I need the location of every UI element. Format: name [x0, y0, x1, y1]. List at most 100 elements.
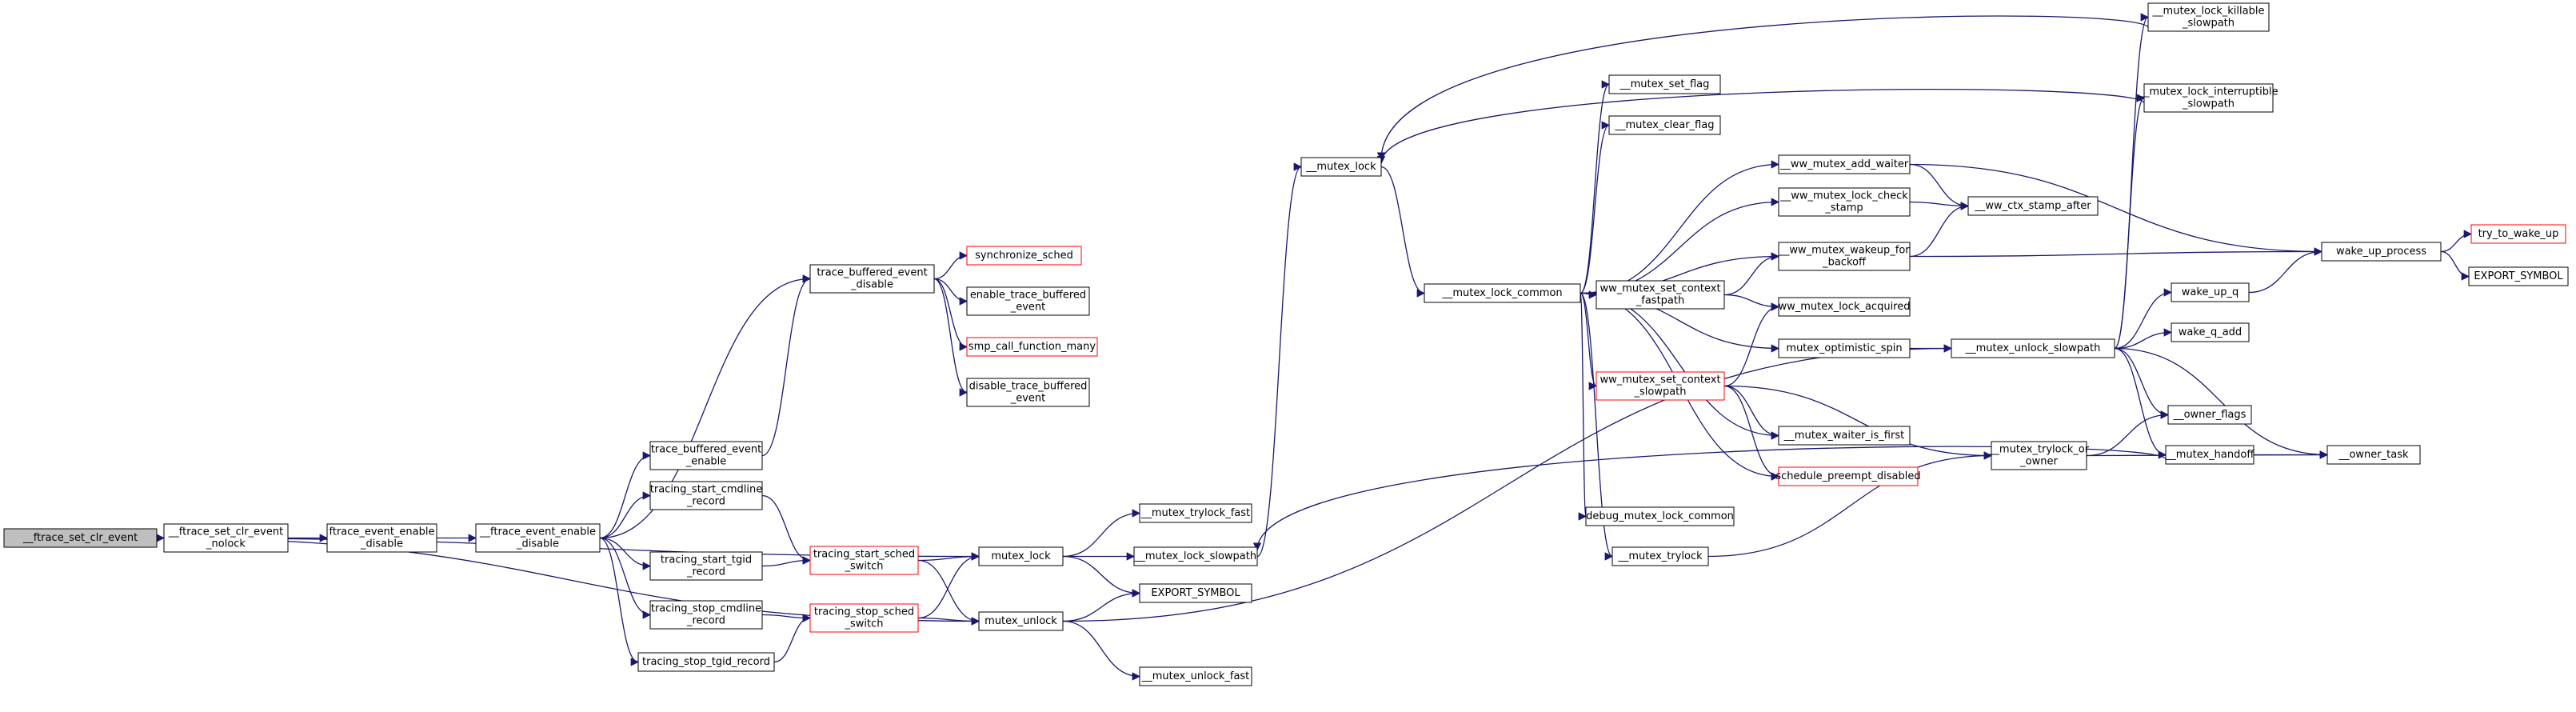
- node-n37[interactable]: __ww_ctx_stamp_after: [1967, 196, 2099, 216]
- node-box[interactable]: [1596, 280, 1725, 310]
- node-n28[interactable]: __ww_mutex_wakeup_for_backoff: [1778, 242, 1911, 271]
- node-n39[interactable]: __mutex_trylock_or_owner: [1988, 441, 2090, 470]
- node-n42[interactable]: wake_up_process: [2321, 242, 2442, 262]
- node-n30[interactable]: ww_mutex_lock_acquired: [1778, 297, 1911, 317]
- node-box[interactable]: [1951, 338, 2115, 358]
- node-box[interactable]: [1596, 371, 1725, 401]
- node-box[interactable]: [809, 546, 919, 575]
- node-box[interactable]: [966, 337, 1098, 357]
- node-box[interactable]: [2147, 2, 2270, 32]
- node-box[interactable]: [1300, 157, 1382, 177]
- node-n47[interactable]: __owner_task: [2326, 445, 2421, 465]
- node-box[interactable]: [2165, 445, 2254, 465]
- node-n24[interactable]: __mutex_set_flag: [1608, 74, 1721, 94]
- node-box[interactable]: [978, 546, 1064, 566]
- node-box[interactable]: [3, 528, 158, 548]
- node-n10[interactable]: synchronize_sched: [966, 246, 1082, 266]
- node-box[interactable]: [2167, 405, 2252, 425]
- node-n27[interactable]: __ww_mutex_lock_check_stamp: [1778, 187, 1911, 217]
- node-box[interactable]: [1424, 283, 1581, 303]
- node-n35[interactable]: debug_mutex_lock_common: [1585, 506, 1735, 526]
- node-box[interactable]: [1139, 503, 1252, 523]
- node-box[interactable]: [2171, 282, 2250, 302]
- node-n21[interactable]: __mutex_unlock_fast: [1139, 666, 1252, 686]
- node-n7[interactable]: tracing_start_tgid_record: [649, 551, 763, 581]
- node-n40[interactable]: __mutex_lock_killable_slowpath: [2147, 2, 2270, 32]
- node-n11[interactable]: enable_trace_buffered_event: [966, 286, 1090, 316]
- node-box[interactable]: [1608, 115, 1721, 135]
- node-n12[interactable]: smp_call_function_many: [966, 337, 1098, 357]
- node-n17[interactable]: mutex_unlock: [978, 611, 1064, 631]
- node-box[interactable]: [637, 652, 775, 672]
- node-n15[interactable]: tracing_stop_sched_switch: [809, 603, 919, 633]
- node-box[interactable]: [966, 378, 1090, 407]
- node-n44[interactable]: wake_q_add: [2171, 322, 2250, 342]
- node-n45[interactable]: __owner_flags: [2167, 405, 2252, 425]
- node-n9[interactable]: tracing_stop_tgid_record: [637, 652, 775, 672]
- node-box[interactable]: [649, 551, 763, 581]
- node-box[interactable]: [1139, 666, 1252, 686]
- node-n13[interactable]: disable_trace_buffered_event: [966, 378, 1090, 407]
- node-box[interactable]: [1991, 441, 2087, 470]
- node-n43[interactable]: wake_up_q: [2171, 282, 2250, 302]
- node-n32[interactable]: ww_mutex_set_context_slowpath: [1596, 371, 1725, 401]
- node-box[interactable]: [649, 481, 763, 510]
- node-n22[interactable]: __mutex_lock: [1300, 157, 1382, 177]
- node-n2[interactable]: ftrace_event_enable_disable: [326, 523, 437, 553]
- node-box[interactable]: [1778, 297, 1911, 317]
- node-box[interactable]: [2171, 322, 2250, 342]
- node-box[interactable]: [326, 523, 437, 553]
- node-n6[interactable]: tracing_start_cmdline_record: [649, 481, 763, 510]
- node-n16[interactable]: mutex_lock: [978, 546, 1064, 566]
- node-box[interactable]: [649, 600, 763, 630]
- node-box[interactable]: [809, 264, 935, 294]
- node-box[interactable]: [2468, 266, 2569, 286]
- node-n26[interactable]: __ww_mutex_add_waiter: [1778, 154, 1911, 174]
- node-n5[interactable]: trace_buffered_event_enable: [649, 441, 763, 470]
- node-n20[interactable]: EXPORT_SYMBOL: [1139, 583, 1252, 603]
- node-n46[interactable]: __mutex_handoff: [2165, 445, 2255, 465]
- node-n19[interactable]: __mutex_lock_slowpath: [1133, 546, 1258, 566]
- node-box[interactable]: [2470, 224, 2566, 244]
- node-box[interactable]: [1608, 74, 1721, 94]
- node-box[interactable]: [163, 523, 289, 553]
- node-n1[interactable]: __ftrace_set_clr_event_nolock: [163, 523, 289, 553]
- node-box[interactable]: [2143, 83, 2274, 113]
- node-box[interactable]: [649, 441, 763, 470]
- node-n14[interactable]: tracing_start_sched_switch: [809, 546, 919, 575]
- node-n41[interactable]: __mutex_lock_interruptible_slowpath: [2138, 83, 2278, 113]
- node-n0[interactable]: __ftrace_set_clr_event: [3, 528, 158, 548]
- node-box[interactable]: [1778, 154, 1911, 174]
- node-n48[interactable]: try_to_wake_up: [2470, 224, 2566, 244]
- node-box[interactable]: [1778, 466, 1919, 486]
- node-box[interactable]: [1778, 338, 1911, 358]
- node-box[interactable]: [1585, 506, 1735, 526]
- node-box[interactable]: [966, 246, 1082, 266]
- node-box[interactable]: [966, 286, 1090, 316]
- node-box[interactable]: [1133, 546, 1258, 566]
- node-n38[interactable]: __mutex_unlock_slowpath: [1951, 338, 2115, 358]
- node-n33[interactable]: __mutex_waiter_is_first: [1778, 426, 1911, 446]
- node-box[interactable]: [1611, 546, 1709, 566]
- node-box[interactable]: [1778, 426, 1911, 446]
- node-box[interactable]: [809, 603, 919, 633]
- node-n29[interactable]: ww_mutex_set_context_fastpath: [1596, 280, 1725, 310]
- node-n49[interactable]: EXPORT_SYMBOL: [2468, 266, 2569, 286]
- node-n34[interactable]: schedule_preempt_disabled: [1775, 466, 1921, 486]
- node-n8[interactable]: tracing_stop_cmdline_record: [649, 600, 763, 630]
- node-box[interactable]: [2326, 445, 2421, 465]
- node-box[interactable]: [1967, 196, 2099, 216]
- node-n36[interactable]: __mutex_trylock: [1611, 546, 1709, 566]
- node-box[interactable]: [2321, 242, 2442, 262]
- node-n18[interactable]: __mutex_trylock_fast: [1139, 503, 1252, 523]
- node-box[interactable]: [978, 611, 1064, 631]
- node-box[interactable]: [1139, 583, 1252, 603]
- node-n31[interactable]: mutex_optimistic_spin: [1778, 338, 1911, 358]
- node-n25[interactable]: __mutex_clear_flag: [1608, 115, 1721, 135]
- node-box[interactable]: [1778, 242, 1911, 271]
- node-n3[interactable]: __ftrace_event_enable_disable: [475, 523, 601, 553]
- node-n4[interactable]: trace_buffered_event_disable: [809, 264, 935, 294]
- node-n23[interactable]: __mutex_lock_common: [1424, 283, 1581, 303]
- node-box[interactable]: [1778, 187, 1911, 217]
- node-box[interactable]: [475, 523, 601, 553]
